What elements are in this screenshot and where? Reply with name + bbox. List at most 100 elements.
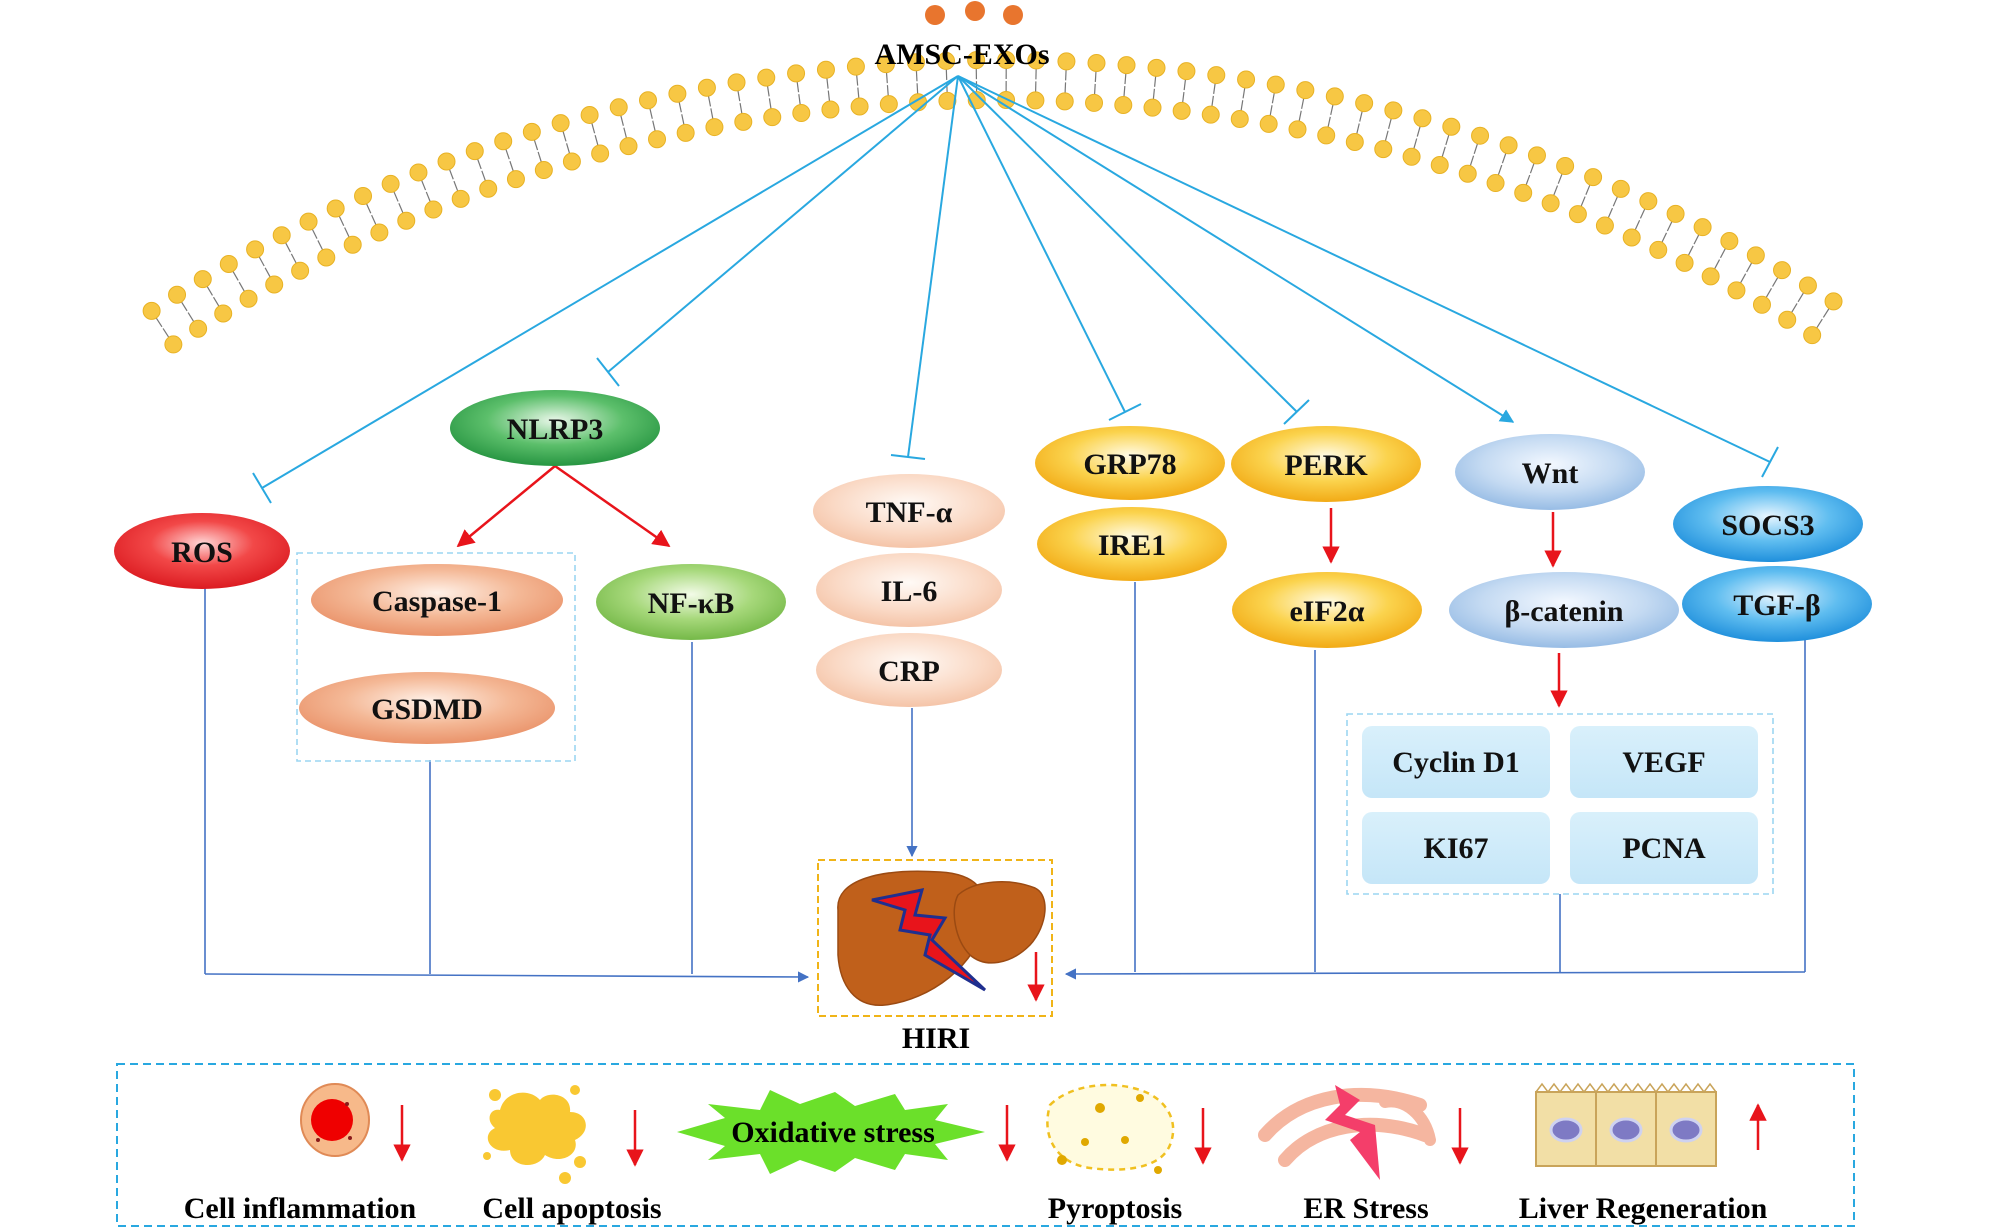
lipid-tail [1612,195,1619,207]
lipid-head [1147,58,1166,77]
lipid-tail [1271,92,1275,104]
lipid-head [1693,218,1712,237]
lipid-head [876,55,895,74]
lipid-tail [916,83,919,95]
arrow-nlrp3-caspase1 [456,465,556,548]
lipid-head [193,270,212,289]
lipid-head [1541,194,1560,213]
lipid-tail [290,253,297,264]
lipid-tail [317,240,324,251]
lipid-tail [537,151,543,163]
lipid-tail [562,130,567,142]
lipid-tail [1356,123,1360,135]
lipid-head [1296,81,1315,100]
node-wnt: Wnt [1455,434,1645,510]
lipid-tail [1387,117,1392,129]
lipid-tail [1765,288,1773,299]
node-perk: PERK [1231,426,1421,502]
lipid-tail [1094,70,1097,82]
lipid-head [1442,117,1461,136]
lipid-tail [620,114,624,126]
lipid-tail [1557,173,1563,184]
lipid-tail [1639,208,1646,219]
lipid-tail [481,170,487,182]
lipid-head [792,104,811,123]
lipid-head [1259,114,1278,133]
lipid-head [967,51,986,70]
lipid-head [1057,52,1076,71]
amsc-effect-lines [252,75,1779,504]
lipid-tail [710,108,714,120]
svg-text:TGF-β: TGF-β [1733,589,1820,622]
lipid-head [1374,140,1393,159]
lipid-head [1595,216,1614,235]
lipid-head [1430,155,1449,174]
node-ros: ROS [114,513,290,589]
node-caspase1: Caspase-1 [311,564,563,636]
lipid-tail [509,160,514,172]
lipid-tail [1182,91,1185,104]
lipid-tail [766,85,770,97]
svg-text:PERK: PERK [1284,449,1368,482]
arrow-nlrp3-nfkb [554,464,671,548]
source-label: AMSC-EXOs [874,38,1049,71]
lipid-head [299,212,318,231]
node-socs3: SOCS3 [1673,486,1863,562]
exosome-dots [925,1,1023,25]
lipid-head [214,304,233,323]
lipid-head [1413,109,1432,128]
lipid-tail [1693,234,1700,245]
lipid-tail [232,270,239,281]
lipid-head [381,174,400,193]
node-grp78: GRP78 [1035,426,1225,500]
lipid-tail [768,98,772,110]
lipid-tail [1822,307,1830,318]
lipid-tail [886,85,889,97]
pyroptosis-group-box [296,552,576,762]
inhibit-line-socs3 [957,75,1771,463]
lipid-tail [649,107,653,119]
lipid-tail [187,312,195,323]
target-label: HIRI [902,1022,970,1055]
lipid-head [409,163,428,182]
inhibit-line-nlrp3-bar [596,357,620,387]
lipid-head [591,144,610,163]
lipid-tail [180,301,188,312]
lipid-head [1778,310,1797,329]
box-cyclind1: Cyclin D1 [1362,726,1550,798]
lipid-head [1288,120,1307,139]
lipid-tail [1719,247,1727,259]
lipid-head [879,95,898,114]
lipid-head [1701,267,1720,286]
lipid-head [1471,126,1490,145]
red-arrows [456,464,1568,708]
lipid-head [1720,231,1739,250]
lipid-head [850,97,869,116]
lipid-head [821,100,840,119]
lipid-head [424,200,443,219]
lipid-head [1611,179,1630,198]
lipid-head [370,223,389,242]
lipid-head [1085,93,1104,112]
lipid-head [1402,147,1421,166]
lipid-head [1514,183,1533,202]
inhibit-line-grp78 [957,75,1126,413]
lipid-tail [1552,185,1559,197]
lipid-tail [737,90,741,102]
lipid-head [1172,101,1191,120]
lipid-tail [857,87,860,99]
node-nfkb: NF-κB [596,564,786,640]
lipid-tail [1469,155,1475,167]
lipid-tail [1152,88,1156,100]
lipid-head [265,275,284,294]
lipid-tail [1359,110,1363,122]
inhibit-line-tnfa [907,75,959,458]
lipid-head [534,161,553,180]
lipid-tail [1797,292,1805,303]
svg-text:β-catenin: β-catenin [1504,595,1623,628]
lipid-head [168,285,187,304]
lipid-head [1675,253,1694,272]
lipid-tail [533,139,539,151]
lipid-tail [652,120,656,132]
lipid-head [705,118,724,137]
